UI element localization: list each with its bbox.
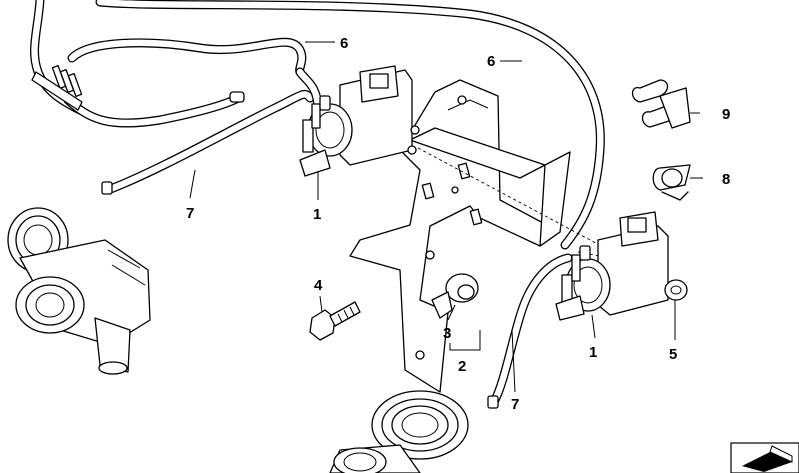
leader-lines xyxy=(189,41,703,393)
callout-9: 9 xyxy=(722,106,730,123)
callout-2: 2 xyxy=(458,358,466,375)
bolt xyxy=(309,301,361,341)
callout-1-top: 1 xyxy=(313,206,321,223)
pressure-converter-top xyxy=(299,65,420,177)
nut xyxy=(664,279,688,301)
callout-7-right: 7 xyxy=(511,396,519,413)
callout-8: 8 xyxy=(722,171,730,188)
callout-6-right: 6 xyxy=(487,53,495,70)
pressure-converter-right xyxy=(555,211,669,321)
mounting-bracket xyxy=(349,79,666,393)
hose-clip-single xyxy=(652,164,691,201)
egr-valve-bottom xyxy=(329,390,469,473)
callout-4: 4 xyxy=(314,277,323,294)
callout-1-right: 1 xyxy=(589,344,597,361)
egr-valve-left xyxy=(7,207,151,375)
part-sheet-marker-icon xyxy=(730,442,799,473)
callout-labels: 6 6 7 1 4 3 2 1 5 7 9 8 xyxy=(186,35,730,413)
callout-7-left: 7 xyxy=(186,205,194,222)
rubber-mount xyxy=(431,273,479,319)
callout-5: 5 xyxy=(669,346,677,363)
hose-clip-double xyxy=(631,79,691,129)
hose-connector-cluster xyxy=(31,64,499,409)
callout-3: 3 xyxy=(443,325,451,342)
callout-6-top: 6 xyxy=(340,35,348,52)
